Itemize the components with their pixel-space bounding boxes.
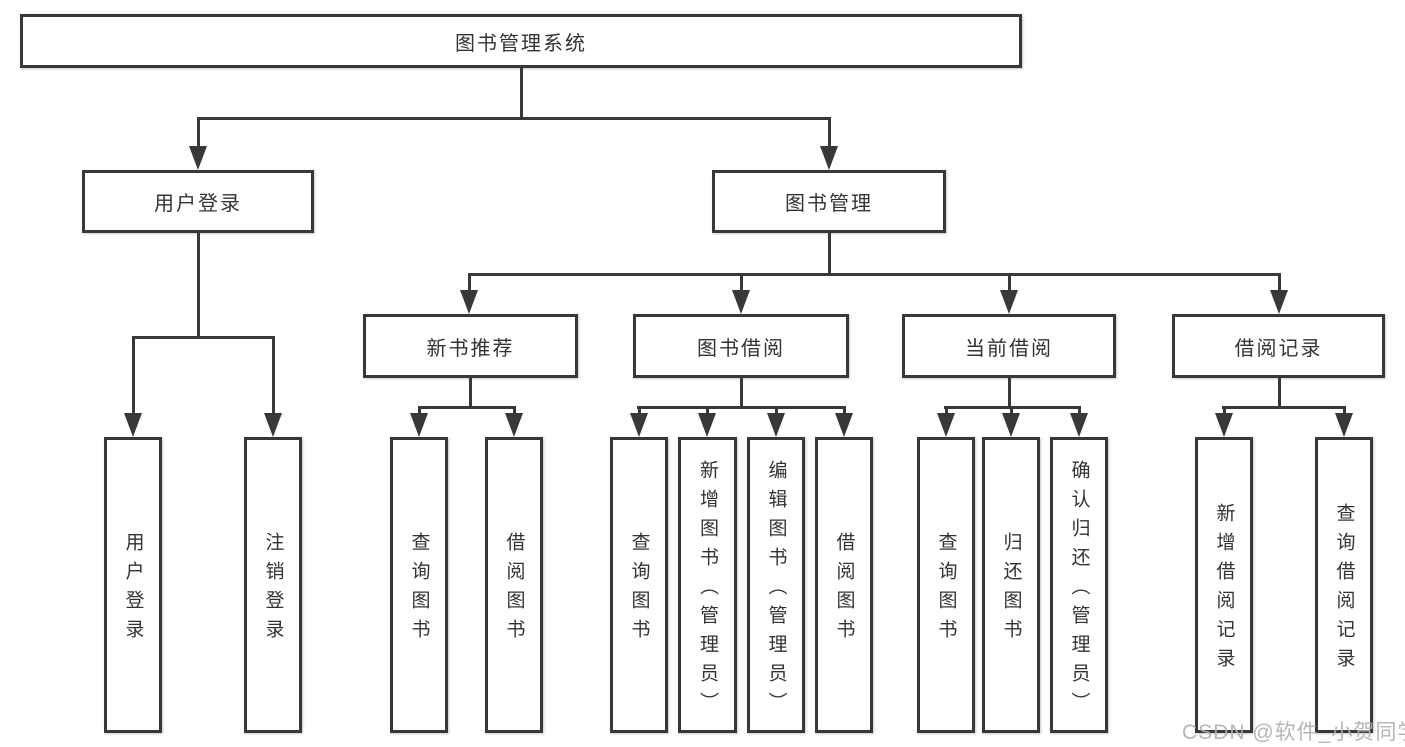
arrow-recommend-borrow bbox=[505, 406, 523, 437]
connector-borrowing-rail bbox=[637, 406, 846, 409]
leaf-label: 编辑图书（管理员） bbox=[765, 459, 787, 721]
leaf-confirm-return-admin: 确认归还（管理员） bbox=[1050, 437, 1108, 733]
leaf-label: 查询图书 bbox=[628, 532, 650, 648]
arrow-to-book-management bbox=[820, 117, 838, 170]
node-book-borrowing: 图书借阅 bbox=[633, 314, 849, 378]
arrow-to-leaf-user-login bbox=[124, 336, 142, 437]
connector-book-management-stem bbox=[828, 233, 831, 276]
leaf-label: 借阅图书 bbox=[833, 532, 855, 648]
leaf-label: 查询借阅记录 bbox=[1333, 503, 1355, 677]
leaf-label: 新增借阅记录 bbox=[1213, 503, 1235, 677]
connector-records-rail bbox=[1222, 406, 1346, 409]
leaf-return-books: 归还图书 bbox=[982, 437, 1040, 733]
arrow-borrowing-edit bbox=[767, 406, 785, 437]
connector-records-stem bbox=[1278, 378, 1281, 409]
arrow-borrowing-borrow bbox=[835, 406, 853, 437]
leaf-user-login: 用户登录 bbox=[104, 437, 162, 733]
node-borrowing-records: 借阅记录 bbox=[1172, 314, 1385, 378]
arrow-records-add bbox=[1215, 406, 1233, 437]
connector-level2-rail bbox=[197, 117, 831, 120]
node-book-management: 图书管理 bbox=[712, 170, 946, 233]
arrow-current-confirm bbox=[1070, 406, 1088, 437]
node-user-login: 用户登录 bbox=[82, 170, 314, 233]
leaf-add-books-admin: 新增图书（管理员） bbox=[678, 437, 737, 733]
node-new-book-recommendation: 新书推荐 bbox=[363, 314, 578, 378]
leaf-query-books-current: 查询图书 bbox=[917, 437, 975, 733]
connector-borrowing-stem bbox=[740, 378, 743, 409]
leaf-label: 用户登录 bbox=[122, 532, 144, 648]
connector-user-login-stem bbox=[197, 233, 200, 339]
leaf-add-borrow-record: 新增借阅记录 bbox=[1195, 437, 1253, 733]
connector-root-stem bbox=[520, 68, 523, 118]
connector-user-login-rail bbox=[132, 336, 275, 339]
arrow-to-current-borrowing bbox=[1000, 273, 1018, 314]
leaf-label: 归还图书 bbox=[1000, 532, 1022, 648]
leaf-query-borrow-record: 查询借阅记录 bbox=[1315, 437, 1373, 733]
arrow-current-query bbox=[937, 406, 955, 437]
arrow-borrowing-add bbox=[698, 406, 716, 437]
leaf-label: 查询图书 bbox=[935, 532, 957, 648]
leaf-query-books-recommend: 查询图书 bbox=[390, 437, 448, 733]
leaf-borrow-books: 借阅图书 bbox=[815, 437, 873, 733]
leaf-label: 注销登录 bbox=[262, 532, 284, 648]
leaf-label: 查询图书 bbox=[408, 532, 430, 648]
connector-current-rail bbox=[944, 406, 1081, 409]
arrow-to-book-borrowing bbox=[732, 273, 750, 314]
connector-recommend-stem bbox=[469, 378, 472, 409]
connector-level3-rail bbox=[468, 273, 1281, 276]
connector-recommend-rail bbox=[418, 406, 516, 409]
leaf-logout: 注销登录 bbox=[244, 437, 302, 733]
node-root-library-system: 图书管理系统 bbox=[20, 14, 1022, 68]
csdn-watermark: CSDN @软件_小贺同学 bbox=[1182, 721, 1405, 744]
arrow-to-new-book-recommendation bbox=[460, 273, 478, 314]
leaf-query-books-borrow: 查询图书 bbox=[610, 437, 668, 733]
leaf-label: 新增图书（管理员） bbox=[697, 459, 718, 721]
leaf-edit-books-admin: 编辑图书（管理员） bbox=[747, 437, 805, 733]
arrow-recommend-query bbox=[410, 406, 428, 437]
connector-current-stem bbox=[1008, 378, 1011, 409]
leaf-label: 借阅图书 bbox=[503, 532, 525, 648]
node-current-borrowing: 当前借阅 bbox=[902, 314, 1116, 378]
arrow-to-leaf-logout bbox=[264, 336, 282, 437]
leaf-borrow-books-recommend: 借阅图书 bbox=[485, 437, 543, 733]
arrow-records-query bbox=[1335, 406, 1353, 437]
arrow-borrowing-query bbox=[630, 406, 648, 437]
arrow-to-user-login bbox=[189, 117, 207, 170]
arrow-to-borrowing-records bbox=[1270, 273, 1288, 314]
leaf-label: 确认归还（管理员） bbox=[1068, 459, 1090, 721]
arrow-current-return bbox=[1002, 406, 1020, 437]
